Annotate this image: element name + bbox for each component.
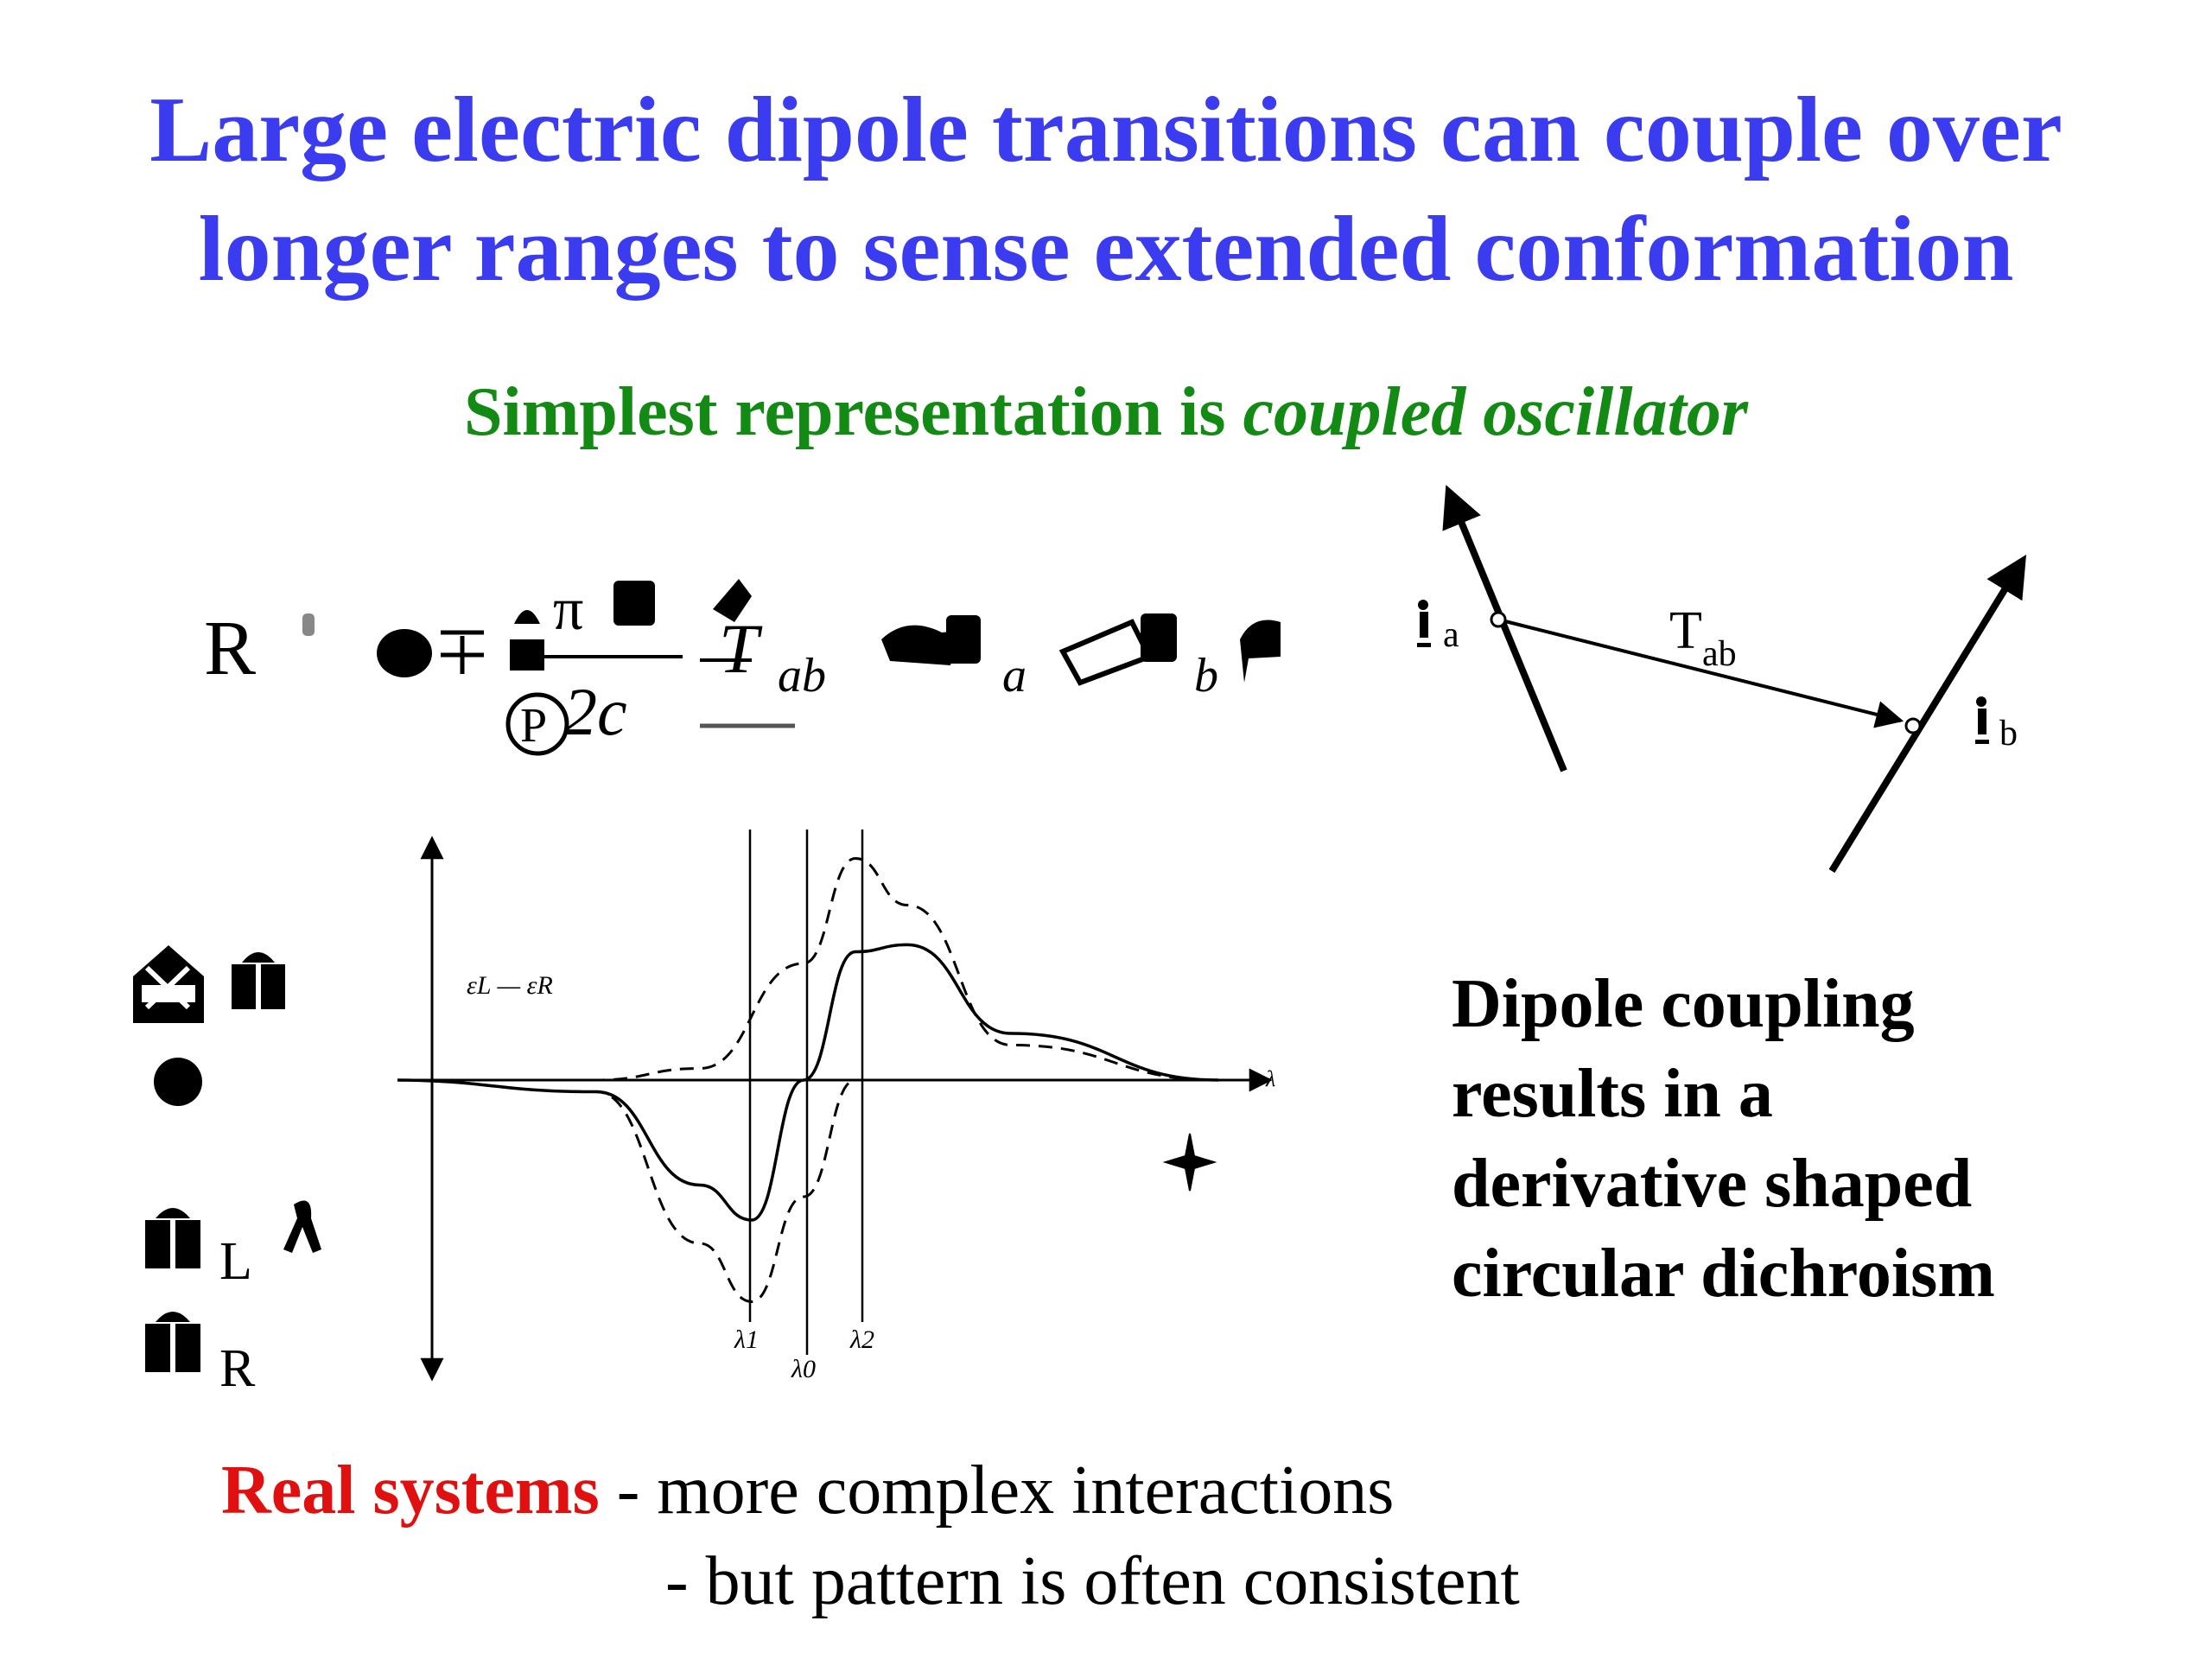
formula-sub-ab: ab xyxy=(778,649,826,702)
slide-title-line-2: longer ranges to sense extended conforma… xyxy=(198,198,2014,301)
dipole-b-center xyxy=(1904,717,1922,734)
note-line-3: derivative shaped xyxy=(1452,1146,1973,1222)
gift-icon-r xyxy=(145,1312,200,1372)
mouse-icon xyxy=(881,625,959,665)
circled-p-icon xyxy=(505,692,569,756)
sparkle-icon xyxy=(1162,1133,1217,1192)
coupling-vector-arrow xyxy=(1501,619,1904,728)
bell-icon xyxy=(514,610,540,624)
animal-icon xyxy=(713,579,752,622)
formula-lhs: R xyxy=(204,606,256,691)
cd-curve-2 xyxy=(397,1078,1218,1304)
cd-curve-3 xyxy=(397,856,1219,1082)
x-axis-label: λ xyxy=(1265,1066,1275,1091)
formula-t: T xyxy=(719,609,763,688)
dipole-coupling-note: Dipole coupling results in a derivative … xyxy=(1452,959,2126,1319)
polarization-symbols: L R xyxy=(133,945,321,1398)
dipole-b-arrow xyxy=(1828,554,2027,874)
rotational-strength-formula: R π P 2c T ab a b xyxy=(204,576,1281,756)
gift-icon-l xyxy=(145,1208,200,1268)
cd-spectrum-chart: λ εL — εR λ1 λ0 λ2 xyxy=(397,830,1275,1383)
formula-sub-a: a xyxy=(1002,649,1027,702)
slide-title-line-1: Large electric dipole transitions can co… xyxy=(149,79,2063,181)
tick-lambda0: λ0 xyxy=(791,1355,816,1383)
slide-subtitle: Simplest representation is coupled oscil… xyxy=(0,373,2212,452)
formula-pi: π xyxy=(553,576,583,643)
mu-b-symbol-icon xyxy=(1975,696,1989,744)
label-l: L xyxy=(219,1232,252,1291)
bottom-line-1: Real systems - more complex interactions xyxy=(221,1452,1394,1530)
slide-title: Large electric dipole transitions can co… xyxy=(52,71,2160,309)
note-line-1: Dipole coupling xyxy=(1452,966,1915,1042)
bottom-line-2: - but pattern is often consistent xyxy=(665,1543,1520,1619)
ribbon-icon xyxy=(283,1200,321,1253)
mu-b-subscript: b xyxy=(1999,714,2018,753)
formula-denominator: 2c xyxy=(563,674,627,749)
note-line-2: results in a xyxy=(1452,1056,1773,1132)
mu-a-subscript: a xyxy=(1443,615,1459,655)
question-box-icon xyxy=(613,581,655,626)
real-systems-label: Real systems xyxy=(221,1452,600,1529)
subtitle-italic: coupled oscillator xyxy=(1243,374,1748,450)
label-r: R xyxy=(219,1339,256,1398)
speech-bubble-icon xyxy=(1240,620,1281,683)
mu-a-symbol-icon xyxy=(1417,600,1431,647)
t-label: T xyxy=(1669,601,1702,660)
dipole-a-center xyxy=(1490,611,1507,628)
t-subscript: ab xyxy=(1702,634,1737,674)
tick-lambda1: λ1 xyxy=(734,1325,759,1354)
svg-text:P: P xyxy=(520,699,547,753)
note-line-4: circular dichroism xyxy=(1452,1236,1995,1312)
dipole-vector-diagram: a T ab b xyxy=(1417,485,2027,874)
cd-curve-1 xyxy=(397,943,1219,1222)
subtitle-prefix: Simplest representation is xyxy=(464,374,1243,450)
dipole-a-arrow xyxy=(1442,485,1567,772)
tick-lambda2: λ2 xyxy=(849,1325,874,1354)
bottom-line-1-rest: - more complex interactions xyxy=(599,1452,1395,1529)
formula-sub-b: b xyxy=(1194,649,1218,702)
gift-icon xyxy=(232,952,285,1009)
filled-circle-icon xyxy=(154,1058,202,1106)
house-icon xyxy=(133,945,204,1023)
filled-circle-icon xyxy=(377,629,432,677)
y-axis-label: εL — εR xyxy=(467,971,553,1000)
small-bulb-icon xyxy=(302,613,315,636)
film-icon xyxy=(1058,619,1154,686)
